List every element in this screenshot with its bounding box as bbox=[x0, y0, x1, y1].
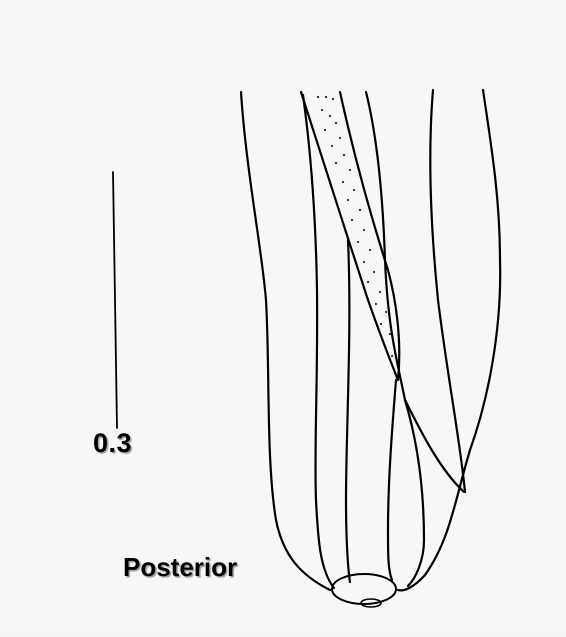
body-outline-right bbox=[398, 90, 500, 590]
central-line-1 bbox=[346, 240, 350, 582]
spicule-stippling bbox=[317, 96, 393, 357]
posterior-label: Posterior bbox=[123, 552, 237, 583]
central-line-2 bbox=[388, 380, 396, 580]
inner-wall-right bbox=[430, 90, 465, 492]
inner-wall-left bbox=[303, 95, 334, 588]
scale-bar-label: 0.3 bbox=[93, 428, 132, 459]
central-line-3 bbox=[405, 400, 424, 586]
scale-bar bbox=[113, 172, 117, 428]
